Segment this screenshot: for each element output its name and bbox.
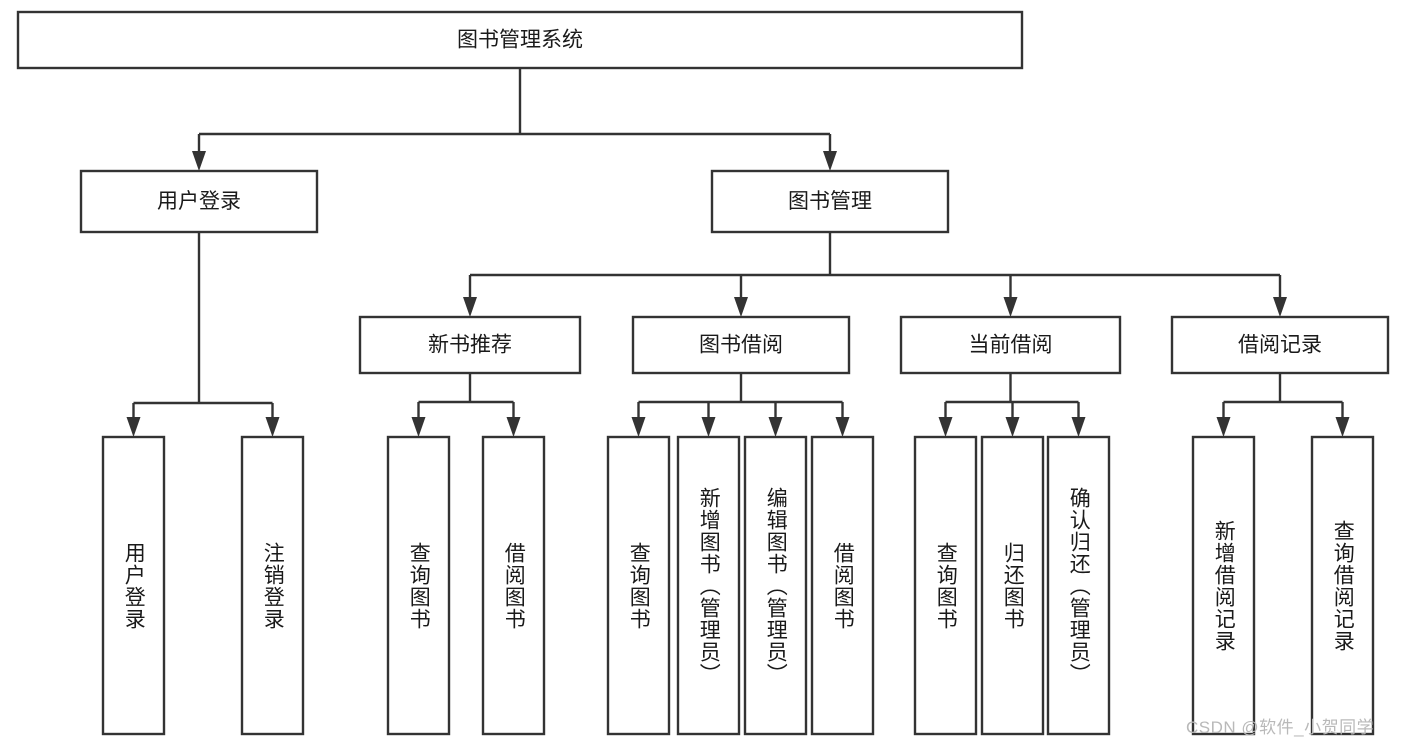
leaf-leaf-query-book-2[interactable]: [606, 435, 671, 736]
node-label-current-borrow: 当前借阅: [969, 334, 1053, 357]
leafgrp-current-borrow-arrow-1: [1005, 417, 1020, 437]
node-current-borrow[interactable]: [899, 315, 1122, 375]
node-label-new-book-recommend: 新书推荐: [428, 334, 512, 357]
bookmanage-arrow-3: [1273, 297, 1287, 317]
leaf-leaf-borrow-book-1[interactable]: [481, 435, 546, 736]
bookmanage-arrow-1: [734, 297, 748, 317]
leafgrp-current-borrow-arrow-0: [938, 417, 953, 437]
leaf-leaf-logout[interactable]: [240, 435, 305, 736]
leafgrp-current-borrow-arrow-2: [1071, 417, 1086, 437]
boxes-layer: [16, 10, 1390, 736]
leafgrp-book-borrow-arrow-2: [768, 417, 783, 437]
node-book-manage[interactable]: [710, 169, 950, 234]
leaf-leaf-query-book-3[interactable]: [913, 435, 978, 736]
leaf-leaf-add-borrow-record[interactable]: [1191, 435, 1256, 736]
node-label-book-manage: 图书管理: [788, 190, 872, 213]
root-arrow-1: [823, 151, 837, 171]
node-borrow-record[interactable]: [1170, 315, 1390, 375]
csdn-watermark: CSDN @软件_小贺同学: [1186, 718, 1375, 737]
leaf-leaf-return-book[interactable]: [980, 435, 1045, 736]
node-label-user-login: 用户登录: [157, 190, 241, 213]
leafgrp-borrow-record-arrow-0: [1216, 417, 1231, 437]
leaf-leaf-query-book-1[interactable]: [386, 435, 451, 736]
bookmanage-arrow-0: [463, 297, 477, 317]
leafgrp-book-borrow-arrow-1: [701, 417, 716, 437]
leaf-leaf-borrow-book-2[interactable]: [810, 435, 875, 736]
leaf-leaf-query-borrow-record[interactable]: [1310, 435, 1375, 736]
leaf-leaf-add-book-admin[interactable]: [676, 435, 741, 736]
leafgrp-user-login-arrow-0: [126, 417, 141, 437]
leafgrp-new-book-recommend-arrow-1: [506, 417, 521, 437]
leafgrp-book-borrow-arrow-0: [631, 417, 646, 437]
connectors-layer: [126, 68, 1350, 437]
node-label-borrow-record: 借阅记录: [1238, 334, 1322, 357]
bookmanage-arrow-2: [1003, 297, 1018, 317]
leaf-leaf-edit-book-admin[interactable]: [743, 435, 808, 736]
leafgrp-book-borrow-arrow-3: [835, 417, 850, 437]
leaf-leaf-confirm-return-admin[interactable]: [1046, 435, 1111, 736]
node-label-book-borrow: 图书借阅: [699, 334, 783, 357]
node-new-book-recommend[interactable]: [358, 315, 582, 375]
node-label-root: 图书管理系统: [457, 29, 583, 52]
leaf-leaf-user-login[interactable]: [101, 435, 166, 736]
leafgrp-borrow-record-arrow-1: [1335, 417, 1350, 437]
node-root[interactable]: [16, 10, 1024, 70]
leafgrp-user-login-arrow-1: [265, 417, 280, 437]
node-book-borrow[interactable]: [631, 315, 851, 375]
root-arrow-0: [192, 151, 206, 171]
node-user-login[interactable]: [79, 169, 319, 234]
leafgrp-new-book-recommend-arrow-0: [411, 417, 426, 437]
